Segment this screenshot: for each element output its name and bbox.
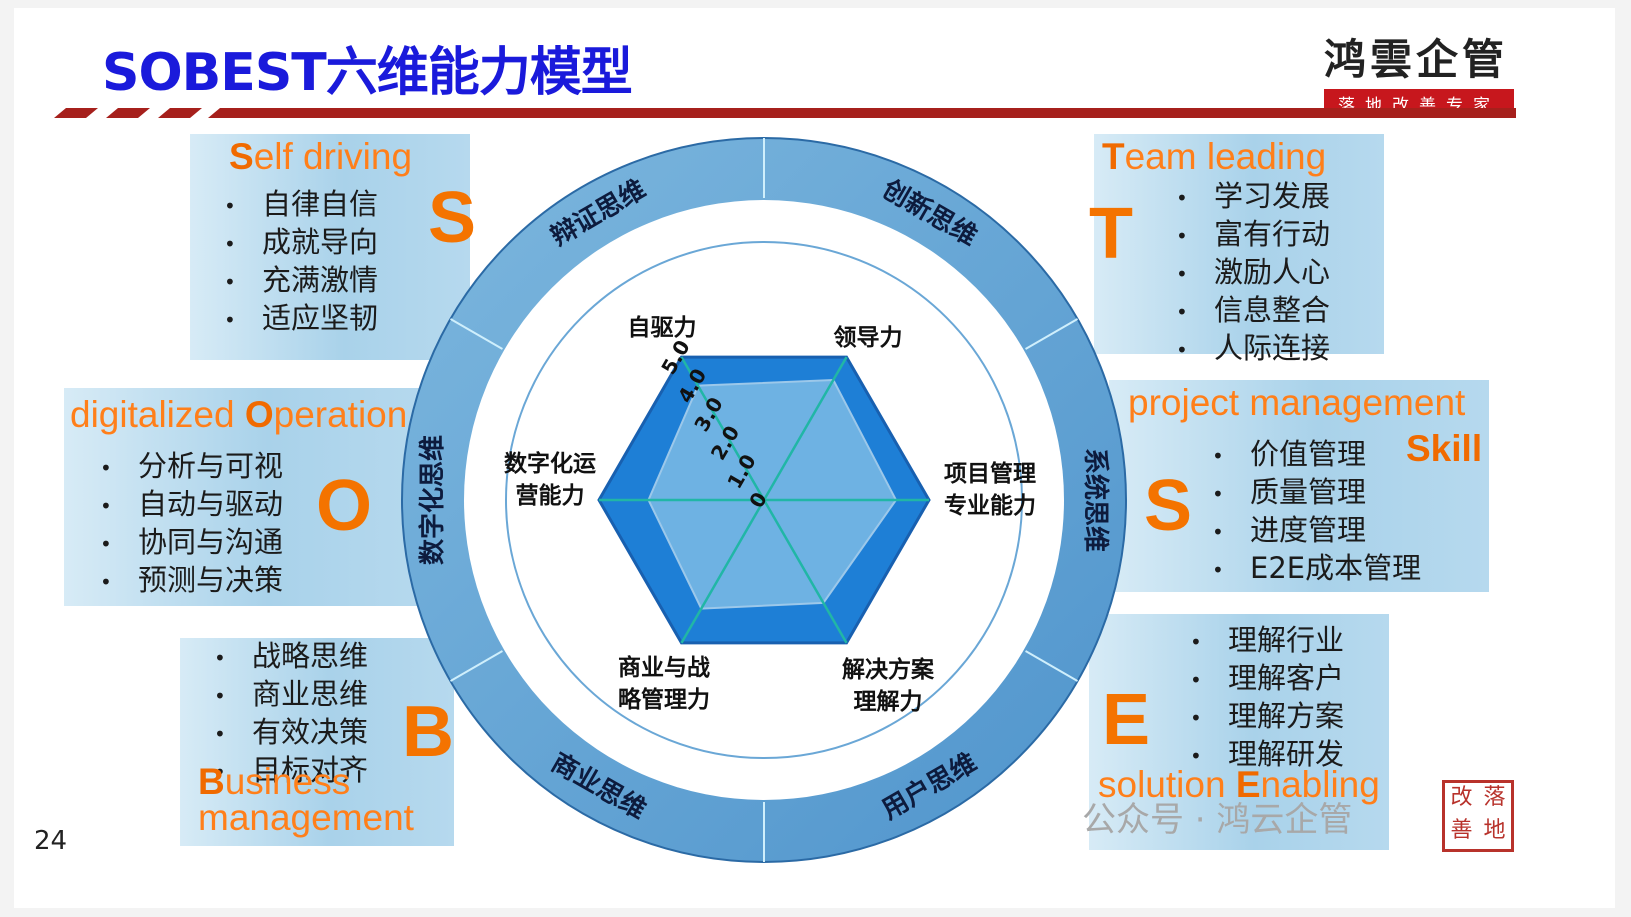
panel-digital-operation [64,388,434,606]
radar-axis-label: 项目管理 [944,460,1036,487]
letter-t: T [1089,194,1133,274]
panel-project-skill [1109,380,1489,592]
business-list: •战略思维 •商业思维 •有效决策 •目标对齐 [214,638,368,790]
list-item: •预测与决策 [100,563,284,597]
team-leading-title: Team leading [1102,136,1327,177]
list-item: •理解行业 [1190,623,1345,657]
digital-operation-title: digitalized Operation [70,394,408,435]
panel-team-leading [1094,134,1384,354]
radar-axis-label: 营能力 [516,482,585,509]
stripe-dash [54,108,98,118]
letter-s-skill: S [1144,466,1193,546]
radar-axis-label: 理解力 [854,688,923,715]
list-item: •价值管理 [1212,437,1367,471]
list-item: •理解研发 [1190,737,1345,771]
project-skill-word: Skill [1406,428,1483,469]
list-item: •理解客户 [1190,661,1345,695]
list-item: •商业思维 [214,677,369,711]
radar-axis [762,356,848,501]
ring-label: 数字化思维 [417,435,448,565]
radar-axis-label: 专业能力 [944,492,1036,519]
logo-name: 鸿雲企管 [1324,35,1509,84]
list-item: •协同与沟通 [100,525,284,559]
list-item: •学习发展 [1176,179,1331,213]
radar-chart: 01.02.03.04.05.0自驱力领导力项目管理专业能力解决方案理解力商业与… [504,314,1036,715]
list-item: •适应坚韧 [224,301,379,335]
list-item: •质量管理 [1212,475,1367,509]
radar-axis-label: 商业与战 [618,654,710,681]
ring-divider [449,650,503,682]
list-item: •自动与驱动 [100,487,284,521]
list-item: •E2E成本管理 [1212,551,1422,585]
radar-axis-label: 略管理力 [618,686,710,713]
letter-b: B [402,692,454,772]
stripe-dash [158,108,202,118]
ring-divider [1025,318,1079,350]
solution-list: •理解行业 •理解客户 •理解方案 •理解研发 [1190,622,1344,774]
letter-e: E [1102,680,1151,760]
radar-axis-label: 自驱力 [628,314,697,341]
ring-label: 系统思维 [1080,448,1111,552]
radar-axis-label: 领导力 [834,324,903,351]
watermark: 公众号 · 鸿云企管 [1082,800,1353,840]
list-item: •富有行动 [1176,217,1331,251]
list-item: •有效决策 [214,715,369,749]
team-leading-list: •学习发展 •富有行动 •激励人心 •信息整合 •人际连接 [1176,178,1330,368]
digital-operation-list: •分析与可视 •自动与驱动 •协同与沟通 •预测与决策 [100,448,283,600]
slide: SOBEST六维能力模型 鸿雲企管 落地改善专家 辩证思维创新思维系统思维用户思… [14,8,1615,908]
panel-self-driving [190,134,470,360]
radar-axis [762,499,848,644]
list-item: •激励人心 [1176,255,1331,289]
letter-o: O [316,466,373,546]
letter-s-self: S [428,178,477,258]
ring-divider [449,318,503,350]
radar-axis [680,499,766,644]
list-item: •成就导向 [224,225,379,259]
seal-stamp: 改落善地 [1442,780,1514,852]
project-skill-list: •价值管理 •质量管理 •进度管理 •E2E成本管理 [1212,436,1421,588]
list-item: •战略思维 [214,639,369,673]
panel-solution [1089,614,1389,850]
ring-divider [1025,650,1079,682]
header-line [208,108,1516,118]
list-item: •进度管理 [1212,513,1367,547]
list-item: •理解方案 [1190,699,1345,733]
list-item: •充满激情 [224,263,379,297]
radar-axis [680,356,766,501]
self-driving-list: •自律自信 •成就导向 •充满激情 •适应坚韧 [224,186,378,338]
solution-title: solution Enabling [1098,764,1380,805]
list-item: •自律自信 [224,187,379,221]
radar-axis-label: 解决方案 [842,656,935,683]
sobest-diagram: 辩证思维创新思维系统思维用户思维商业思维数字化思维 01.02.03.04.05… [54,108,1516,863]
list-item: •分析与可视 [100,449,284,483]
inner-ring-line [505,241,1023,759]
list-item: •目标对齐 [214,753,369,787]
header-stripe [54,108,1516,118]
list-item: •信息整合 [1176,293,1331,327]
list-item: •人际连接 [1176,331,1331,365]
page-number: 24 [34,826,68,856]
page-title: SOBEST六维能力模型 [102,43,633,103]
project-skill-title: project management [1128,382,1466,423]
self-driving-title: Self driving [229,136,413,177]
radar-axis-label: 数字化运 [504,450,596,477]
stripe-dash [106,108,150,118]
panel-business [180,638,454,846]
